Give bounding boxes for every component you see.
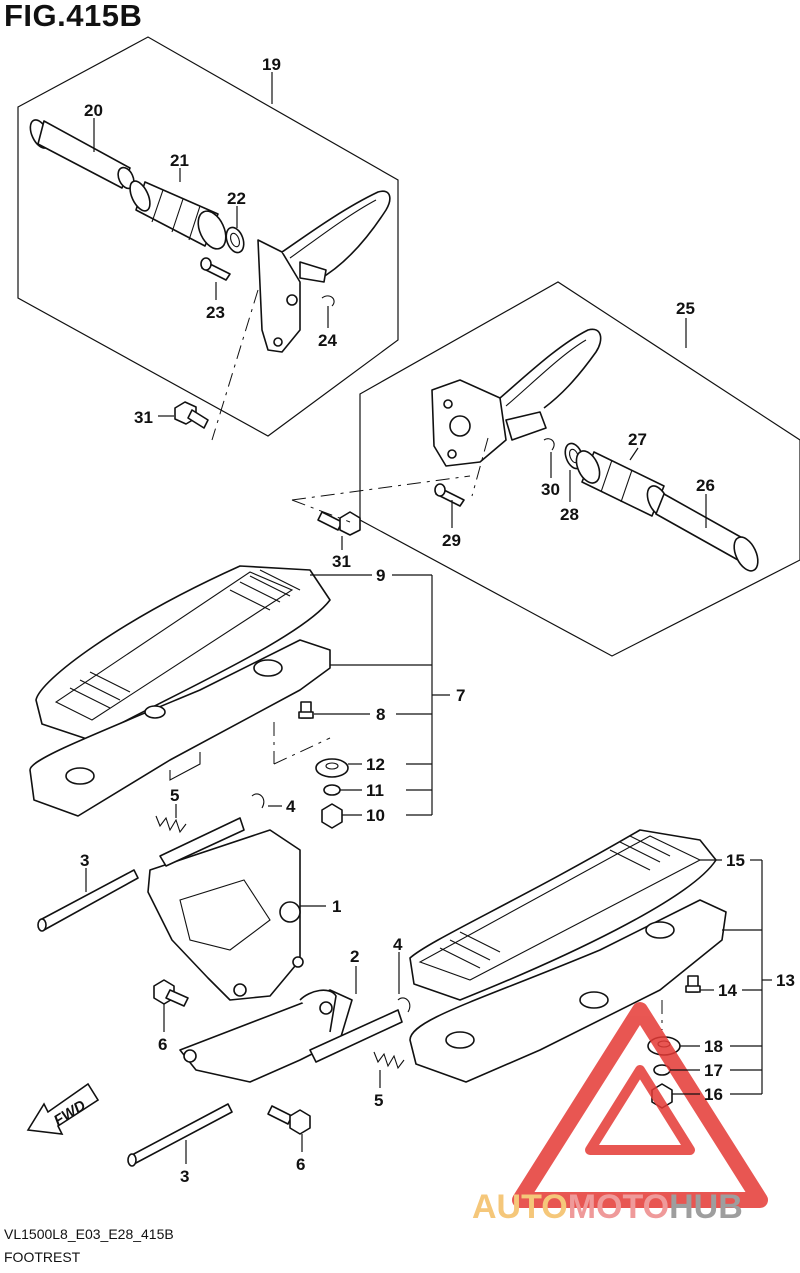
part-6-bolt-lower bbox=[267, 1105, 311, 1135]
part-30-clip bbox=[543, 438, 555, 451]
callout-23: 23 bbox=[206, 303, 225, 322]
callout-25: 25 bbox=[676, 299, 695, 318]
part-27-rubber bbox=[575, 450, 670, 517]
part-1-footrest-bracket bbox=[147, 817, 304, 1001]
callout-5-lower: 5 bbox=[374, 1091, 383, 1110]
callout-22: 22 bbox=[227, 189, 246, 208]
footboard-left-assembly bbox=[29, 565, 331, 817]
callout-29: 29 bbox=[442, 531, 461, 550]
part-4-clip-lower bbox=[397, 997, 411, 1013]
callout-6-lower: 6 bbox=[296, 1155, 305, 1174]
section-name: FOOTREST bbox=[4, 1249, 81, 1265]
callout-31-upper: 31 bbox=[134, 408, 153, 427]
callout-17: 17 bbox=[704, 1061, 723, 1080]
part-21-rubber bbox=[129, 180, 227, 250]
part-4-clip-upper bbox=[251, 793, 265, 809]
callout-6-upper: 6 bbox=[158, 1035, 167, 1054]
callout-4-upper: 4 bbox=[286, 797, 296, 816]
callout-18: 18 bbox=[704, 1037, 723, 1056]
callout-7: 7 bbox=[456, 686, 465, 705]
watermark-hub: HUB bbox=[669, 1188, 743, 1226]
part-5-spring-upper bbox=[155, 815, 187, 834]
callout-labels: 19 20 21 22 23 24 31 25 27 26 30 28 29 3… bbox=[80, 55, 795, 1186]
part-14-bolt bbox=[685, 975, 701, 993]
part-12-collar bbox=[315, 758, 349, 778]
callout-13: 13 bbox=[776, 971, 795, 990]
model-code: VL1500L8_E03_E28_415B bbox=[4, 1226, 174, 1242]
callout-8: 8 bbox=[376, 705, 385, 724]
upper-footrest-bracket bbox=[257, 190, 391, 353]
fwd-arrow: FWD bbox=[26, 1082, 100, 1135]
part-6-bolt-upper bbox=[153, 979, 189, 1007]
part-3-rod-upper bbox=[37, 869, 139, 932]
callout-1: 1 bbox=[332, 897, 341, 916]
part-22-washer bbox=[225, 226, 245, 254]
figure-title: FIG.415B bbox=[4, 0, 143, 33]
assembly-box-19 bbox=[17, 36, 399, 437]
watermark-moto: MOTO bbox=[567, 1188, 670, 1226]
callout-14: 14 bbox=[718, 981, 737, 1000]
part-11-washer bbox=[323, 784, 341, 796]
callout-10: 10 bbox=[366, 806, 385, 825]
part-31-bolt-upper bbox=[174, 401, 209, 429]
callout-2: 2 bbox=[350, 947, 359, 966]
callout-3-upper: 3 bbox=[80, 851, 89, 870]
watermark-text: AUTOMOTOHUB bbox=[472, 1188, 743, 1227]
rear-footrest-bracket bbox=[431, 328, 602, 467]
callout-3-lower: 3 bbox=[180, 1167, 189, 1186]
part-2-footrest-bracket bbox=[179, 989, 403, 1083]
leader-lines bbox=[85, 72, 772, 1164]
part-24-clip bbox=[321, 295, 335, 307]
callout-21: 21 bbox=[170, 151, 189, 170]
part-23-bolt bbox=[200, 257, 231, 281]
part-29-bolt bbox=[434, 483, 465, 507]
callout-20: 20 bbox=[84, 101, 103, 120]
part-10-nut bbox=[321, 803, 343, 829]
callout-30: 30 bbox=[541, 480, 560, 499]
callout-24: 24 bbox=[318, 331, 337, 350]
part-3-rod-lower bbox=[127, 1103, 233, 1167]
callout-26: 26 bbox=[696, 476, 715, 495]
part-5-spring-lower bbox=[373, 1051, 405, 1070]
callout-9: 9 bbox=[376, 566, 385, 585]
watermark-triangle bbox=[512, 1002, 768, 1208]
callout-19: 19 bbox=[262, 55, 281, 74]
callout-27: 27 bbox=[628, 430, 647, 449]
callout-31-lower: 31 bbox=[332, 552, 351, 571]
callout-11: 11 bbox=[366, 781, 384, 800]
part-26-pin bbox=[655, 493, 759, 572]
callout-16: 16 bbox=[704, 1085, 723, 1104]
part-20-pin bbox=[29, 119, 135, 190]
callout-4-lower: 4 bbox=[393, 935, 403, 954]
callout-28: 28 bbox=[560, 505, 579, 524]
watermark-auto: AUTO bbox=[472, 1188, 568, 1226]
callout-15: 15 bbox=[726, 851, 745, 870]
callout-12: 12 bbox=[366, 755, 385, 774]
part-8-bolt bbox=[298, 701, 314, 719]
callout-5-upper: 5 bbox=[170, 786, 179, 805]
part-31-bolt-lower bbox=[317, 511, 361, 536]
footboard-right-assembly bbox=[409, 829, 727, 1083]
